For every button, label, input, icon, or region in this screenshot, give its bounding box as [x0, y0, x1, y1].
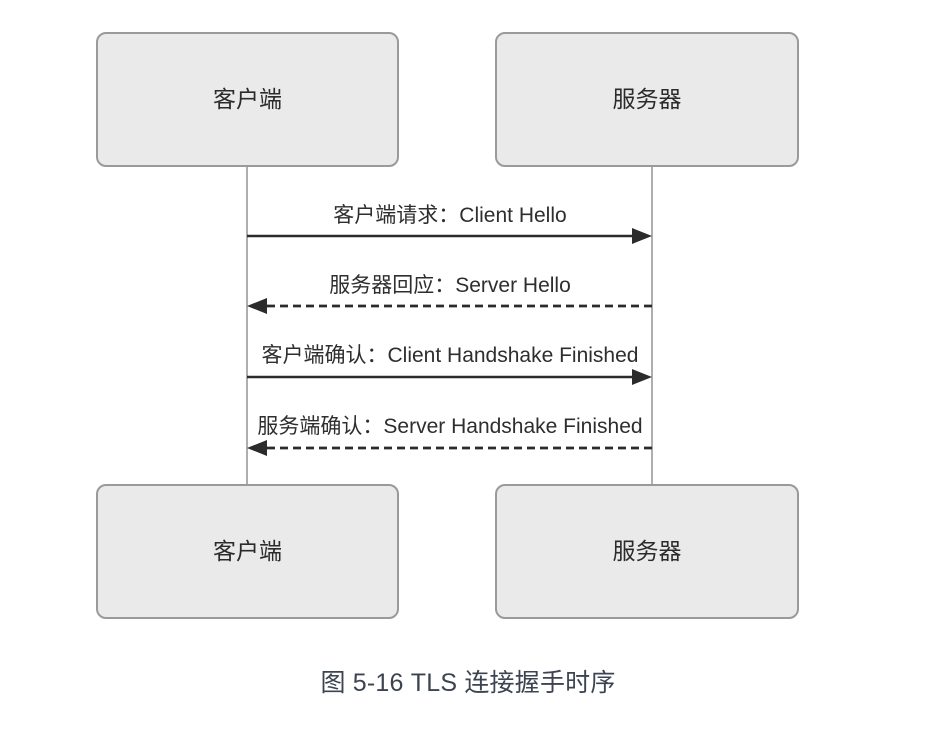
- actor-label-client-bottom: 客户端: [213, 538, 282, 564]
- actor-box-client-top-rect: [96, 32, 399, 167]
- figure-caption: 图 5-16 TLS 连接握手时序: [320, 669, 616, 697]
- actor-box-server-top: 服务器: [495, 32, 799, 167]
- actor-box-server-bottom-rect: [495, 484, 799, 619]
- actor-label-server-top: 服务器: [613, 86, 682, 112]
- actor-box-client-bottom: 客户端: [96, 484, 399, 619]
- message-2: 服务器回应：Server Hello: [247, 274, 652, 314]
- actor-label-client-top: 客户端: [213, 86, 282, 112]
- actor-label-server-bottom: 服务器: [613, 538, 682, 564]
- message-1-arrowhead: [632, 228, 652, 244]
- actor-box-server-top-rect: [495, 32, 799, 167]
- actor-box-client-top: 客户端: [96, 32, 399, 167]
- message-3-label: 客户端确认：Client Handshake Finished: [262, 344, 639, 367]
- message-4: 服务端确认：Server Handshake Finished: [247, 415, 652, 456]
- message-4-arrowhead: [247, 440, 267, 456]
- actor-box-server-bottom: 服务器: [495, 484, 799, 619]
- message-1: 客户端请求：Client Hello: [247, 204, 652, 244]
- message-2-arrowhead: [247, 298, 267, 314]
- actor-box-client-bottom-rect: [96, 484, 399, 619]
- message-3-arrowhead: [632, 369, 652, 385]
- message-1-label: 客户端请求：Client Hello: [333, 204, 566, 227]
- message-2-label: 服务器回应：Server Hello: [329, 274, 571, 297]
- message-4-label: 服务端确认：Server Handshake Finished: [257, 415, 642, 438]
- message-3: 客户端确认：Client Handshake Finished: [247, 344, 652, 385]
